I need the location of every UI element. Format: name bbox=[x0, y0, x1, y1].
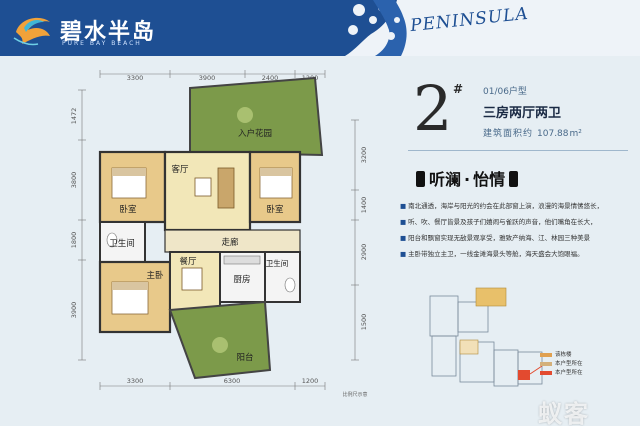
legend-swatch bbox=[540, 352, 552, 357]
label-bathroom-right: 卫生间 bbox=[266, 258, 289, 268]
label-bedroom-right: 卧室 bbox=[266, 204, 284, 215]
kitchen-counter-icon bbox=[223, 255, 261, 265]
list-item: ■主卧带独立主卫，一线金滩海景头等舱，海天盛会大饱眼福。 bbox=[400, 250, 584, 258]
bathroom-right-area bbox=[264, 251, 301, 303]
dim-left-2: 3800 bbox=[70, 172, 78, 189]
legend-item: 本户型所在 bbox=[540, 369, 630, 378]
toilet-right-icon bbox=[284, 277, 296, 293]
unit-number-sup: # bbox=[453, 82, 464, 96]
label-bathroom-left: 卫生间 bbox=[109, 238, 135, 249]
keyplan-unit-marker bbox=[518, 370, 530, 380]
key-plan-legend: 该栋楼 本户型所在 本户型所在 bbox=[540, 351, 630, 378]
room-summary: 三房两厅两卫 bbox=[483, 106, 562, 121]
garden-plant-icon bbox=[237, 107, 253, 123]
sofa-icon bbox=[217, 167, 235, 209]
header-banner: 碧水半岛 PURE BAY BEACH PENINSULA bbox=[0, 0, 640, 56]
bullet-icon: ■ bbox=[400, 250, 407, 258]
label-living: 客厅 bbox=[171, 164, 189, 175]
slogan-left: 听澜 bbox=[429, 170, 462, 189]
dim-right-3: 2900 bbox=[360, 244, 368, 261]
legend-swatch bbox=[540, 361, 552, 366]
area-unit: m² bbox=[569, 129, 582, 139]
dim-bottom-1: 3300 bbox=[127, 377, 144, 385]
dim-top-3: 2400 bbox=[262, 74, 279, 82]
coffee-table-icon bbox=[194, 177, 212, 197]
dim-bottom-3: 1200 bbox=[302, 377, 319, 385]
brand-subtitle: PURE BAY BEACH bbox=[62, 40, 142, 47]
dim-bottom-2: 6300 bbox=[224, 377, 241, 385]
dim-top-1: 3300 bbox=[127, 74, 144, 82]
list-item: ■阳台和飘窗实现无敌景观享受，雅致产纳海、江、林园三种美景 bbox=[400, 234, 591, 242]
wave-decoration bbox=[345, 0, 640, 56]
legend-item: 本户型所在 bbox=[540, 360, 630, 369]
dim-left-1: 1472 bbox=[70, 108, 78, 125]
key-plan bbox=[429, 287, 543, 387]
slogan-sep: · bbox=[464, 170, 471, 189]
label-corridor: 走廊 bbox=[221, 237, 239, 248]
bracket-left-icon bbox=[416, 171, 425, 187]
slogan-right: 怡情 bbox=[473, 170, 506, 189]
list-item: ■南北通透，海岸与阳光的约会在此部窗上演，浪漫的海景情愫悠长， bbox=[400, 202, 604, 210]
watermark: 蚁客 bbox=[538, 400, 590, 426]
garden-area bbox=[189, 76, 324, 157]
keyplan-unit bbox=[459, 339, 479, 355]
dim-left-3: 1800 bbox=[70, 232, 78, 249]
feature-list: ■南北通透，海岸与阳光的约会在此部窗上演，浪漫的海景情愫悠长， ■听、吹、餐厅皆… bbox=[400, 198, 638, 262]
label-master: 主卧 bbox=[146, 270, 164, 281]
label-balcony: 阳台 bbox=[236, 352, 253, 363]
bullet-icon: ■ bbox=[400, 218, 407, 226]
toilet-left-icon bbox=[106, 232, 118, 248]
slogan: 听澜·怡情 bbox=[412, 166, 522, 190]
scale-note: 比例尺示意 bbox=[342, 391, 367, 398]
dim-right-2: 1400 bbox=[360, 197, 368, 214]
legend-item: 该栋楼 bbox=[540, 351, 630, 360]
area-value: 107.88 bbox=[537, 129, 569, 139]
brand-name: 碧水半岛 bbox=[60, 20, 157, 45]
legend-swatch bbox=[540, 370, 552, 375]
divider bbox=[408, 150, 628, 151]
label-bedroom-left: 卧室 bbox=[119, 204, 137, 215]
dim-top-2: 3900 bbox=[199, 74, 216, 82]
dim-right-1: 3200 bbox=[360, 147, 368, 164]
balcony-plant-icon bbox=[212, 337, 228, 353]
unit-type: 01/06户型 bbox=[483, 87, 527, 97]
brand: 碧水半岛 PURE BAY BEACH bbox=[10, 6, 170, 52]
fish-logo-icon bbox=[13, 17, 50, 46]
bullet-icon: ■ bbox=[400, 202, 407, 210]
dimension-lines bbox=[78, 70, 359, 390]
floor-plan: 3300 3900 2400 1200 3300 6300 1200 1472 … bbox=[70, 70, 368, 398]
dining-table-icon bbox=[181, 267, 203, 291]
label-kitchen: 厨房 bbox=[233, 274, 250, 285]
list-item: ■听、吹、餐厅皆景及孩子们嬉闹与雀跃的声音，他们嘴角在长大， bbox=[400, 218, 597, 226]
area-label: 建筑面积约 bbox=[483, 129, 534, 139]
label-garden: 入户花园 bbox=[238, 128, 272, 139]
dim-right-4: 1500 bbox=[360, 314, 368, 331]
dim-left-4: 3900 bbox=[70, 302, 78, 319]
bracket-right-icon bbox=[509, 171, 519, 187]
bullet-icon: ■ bbox=[400, 234, 407, 242]
keyplan-building bbox=[475, 287, 507, 307]
label-dining: 餐厅 bbox=[179, 257, 197, 267]
unit-number: 2 bbox=[413, 72, 453, 145]
